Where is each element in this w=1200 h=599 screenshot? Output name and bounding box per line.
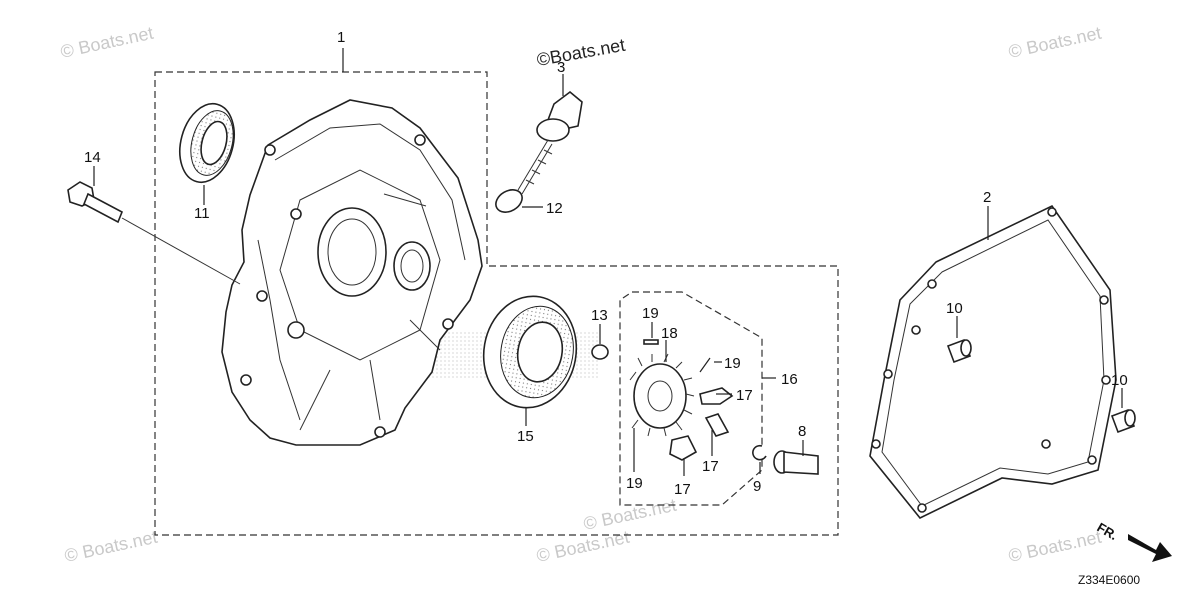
front-arrow: FR. xyxy=(1095,520,1172,562)
gasket-hole-6 xyxy=(917,503,927,513)
watermark-top-right: © Boats.net xyxy=(1007,23,1103,62)
cover-bolt-hole-1 xyxy=(287,321,305,339)
dowel-pin-2-end xyxy=(1124,409,1136,427)
callout-14: 14 xyxy=(84,149,101,166)
cover-bolt-hole-2 xyxy=(256,290,268,302)
cover-gasket xyxy=(869,204,1117,519)
front-arrow-icon xyxy=(1128,534,1172,562)
leader-lines xyxy=(93,48,1123,476)
oil-seal xyxy=(179,102,235,184)
oil-dipstick xyxy=(517,90,583,195)
callout-19a: 19 xyxy=(642,305,659,322)
callout-19c: 19 xyxy=(626,475,643,492)
cover-main-bore xyxy=(317,207,387,297)
cover-rib-6 xyxy=(409,319,441,351)
bolt-shank xyxy=(82,192,124,224)
dipstick-thread xyxy=(536,118,570,142)
cover-rib-2 xyxy=(257,239,301,421)
cover-rib-4 xyxy=(299,369,331,431)
assembly-outline xyxy=(154,71,839,536)
watermark-bottom-right: © Boats.net xyxy=(1007,527,1103,566)
cover-rib-1 xyxy=(274,123,466,261)
dipstick-rod-knurl xyxy=(525,149,553,185)
pump-weight xyxy=(699,387,734,405)
watermark-bottom-center: © Boats.net xyxy=(535,527,631,566)
gasket-hole-1 xyxy=(1047,207,1057,217)
washer xyxy=(591,344,609,360)
gear-body xyxy=(633,363,687,429)
cover-bolt-hole-5 xyxy=(442,318,454,330)
dowel-pin-1-end xyxy=(960,339,972,357)
dowel-pin-2 xyxy=(1110,408,1136,434)
oil-pump-gear xyxy=(629,339,734,462)
gasket-hole-8 xyxy=(883,369,893,379)
bearing-inner xyxy=(516,321,564,383)
gasket-hole-7 xyxy=(871,439,881,449)
callout-17c: 17 xyxy=(674,481,691,498)
callout-13: 13 xyxy=(591,307,608,324)
flange-bolt xyxy=(67,181,241,285)
gasket-hole-9 xyxy=(911,325,921,335)
watermark-bottom-center-2: © Boats.net xyxy=(582,495,678,534)
cover-bolt-hole-4 xyxy=(374,426,386,438)
gasket-hole-5 xyxy=(1041,439,1051,449)
callout-15: 15 xyxy=(517,428,534,445)
callout-17b: 17 xyxy=(702,458,719,475)
gasket-inner xyxy=(881,219,1105,507)
callout-2: 2 xyxy=(983,189,991,206)
callout-10b: 10 xyxy=(1111,372,1128,389)
pin-right xyxy=(699,357,711,373)
cover-bolt-hole-3 xyxy=(240,374,252,386)
callout-17a: 17 xyxy=(736,387,753,404)
circlip xyxy=(752,444,767,461)
bolt-centerline xyxy=(121,217,241,285)
cover-bolt-hole-7 xyxy=(264,144,276,156)
pump-outline xyxy=(619,291,763,506)
callout-19b: 19 xyxy=(724,355,741,372)
callout-9: 9 xyxy=(753,478,761,495)
callout-12: 12 xyxy=(546,200,563,217)
callout-10a: 10 xyxy=(946,300,963,317)
callout-18: 18 xyxy=(661,325,678,342)
oil-seal-inner xyxy=(200,120,228,166)
diagram-code: Z334E0600 xyxy=(1078,573,1140,587)
gasket-hole-2 xyxy=(1099,295,1109,305)
cover-bolt-hole-6 xyxy=(290,208,302,220)
ball-bearing xyxy=(482,295,578,409)
gear-hub xyxy=(647,380,673,412)
gasket-hole-10 xyxy=(927,279,937,289)
dipstick-rod xyxy=(517,139,553,195)
callout-11: 11 xyxy=(194,205,210,222)
pump-cam-lobe xyxy=(669,435,698,461)
cover-rib-5 xyxy=(369,359,381,421)
gasket-hole-4 xyxy=(1087,455,1097,465)
callout-1: 1 xyxy=(337,29,345,46)
callout-8: 8 xyxy=(798,423,806,440)
dowel-pin-1 xyxy=(946,338,972,364)
cover-small-bore-inner xyxy=(400,249,424,283)
pump-spring-clip xyxy=(704,413,730,437)
pump-shaft xyxy=(773,450,819,475)
callouts: 1 2 3 8 9 10 10 11 12 13 14 15 16 17 17 … xyxy=(84,29,1128,498)
cover-main-bore-inner xyxy=(327,218,377,286)
shaft-body xyxy=(783,451,819,475)
callout-16: 16 xyxy=(781,371,798,388)
cover-small-bore xyxy=(393,241,431,291)
pin-upper xyxy=(643,339,659,345)
gasket-hole-3 xyxy=(1101,375,1111,385)
watermark-top-left: © Boats.net xyxy=(59,23,155,62)
callout-3: 3 xyxy=(557,59,565,76)
watermark-top-center: ©Boats.net xyxy=(535,35,626,70)
cover-stud xyxy=(383,193,427,207)
o-ring xyxy=(495,189,523,213)
cover-bolt-hole-8 xyxy=(414,134,426,146)
watermark-bottom-left: © Boats.net xyxy=(63,527,159,566)
gear-teeth xyxy=(629,353,695,437)
